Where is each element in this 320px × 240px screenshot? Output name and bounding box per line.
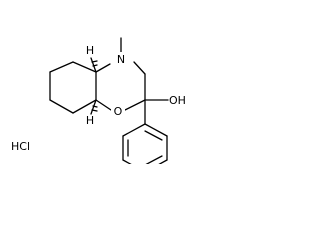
stereo-h-bottom-label: H (86, 114, 94, 127)
stereo-h-top-label: H (86, 44, 94, 57)
ring-oxygen-label: O (114, 105, 123, 118)
molecule-structure: N O OH H H HCl (11, 37, 186, 164)
hcl-salt-label: HCl (11, 140, 30, 153)
cyclohexane-ring (49, 61, 97, 114)
stereo-bond-top (90, 57, 98, 73)
hydroxyl-label: OH (169, 94, 186, 107)
stereo-bond-bottom (90, 99, 98, 115)
phenyl-ring (122, 123, 168, 164)
nitrogen-label: N (117, 53, 125, 66)
oxazine-ring (95, 61, 146, 111)
